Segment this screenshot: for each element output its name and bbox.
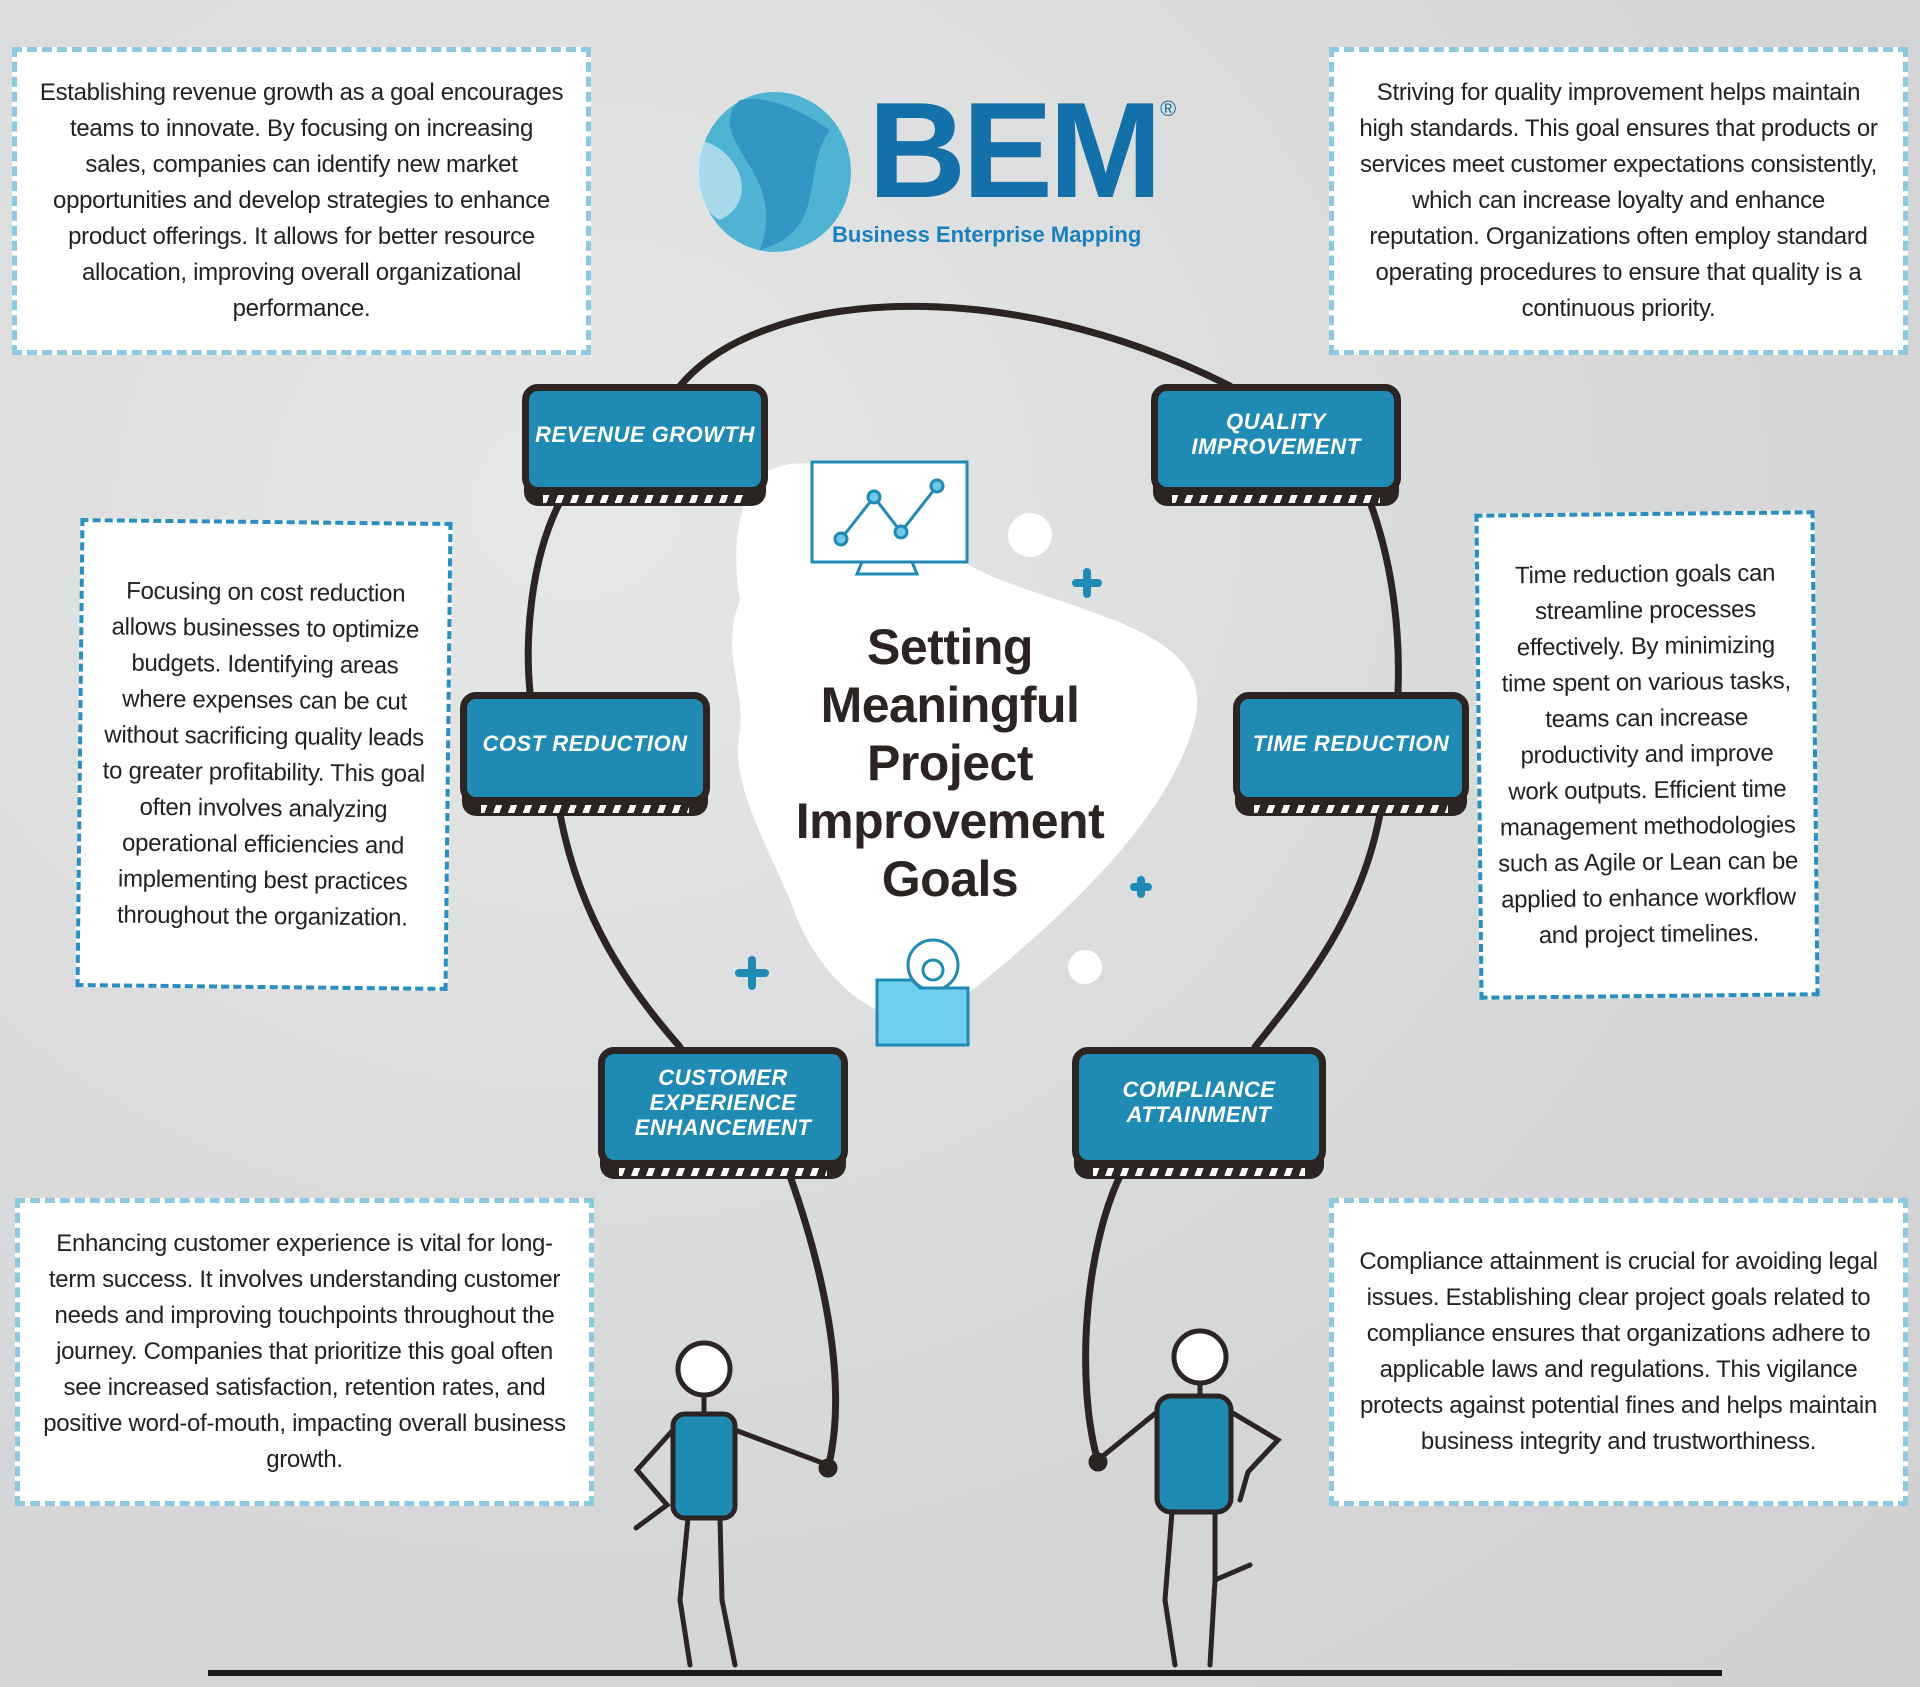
registered-mark: ® xyxy=(1160,96,1177,121)
folder-gear-icon xyxy=(875,938,970,1047)
title-line: Setting xyxy=(867,619,1033,675)
logo-subtitle: Business Enterprise Mapping xyxy=(832,222,1142,247)
title-line: Project xyxy=(866,735,1034,791)
bem-logo-mark xyxy=(696,92,851,252)
title-line: Improvement xyxy=(795,793,1105,849)
label-cost-reduction: Cost Reduction xyxy=(460,692,710,813)
time-reduction-description: Time reduction goals can streamline proc… xyxy=(1474,510,1820,1000)
plus-icons xyxy=(735,568,1152,990)
label-revenue-growth: Revenue Growth xyxy=(522,384,768,503)
label-compliance-attainment: Compliance Attainment xyxy=(1072,1047,1326,1176)
bem-logo: BEM ® Business Enterprise Mapping xyxy=(698,80,1188,257)
revenue-growth-description: Establishing revenue growth as a goal en… xyxy=(12,47,591,355)
title-line: Meaningful xyxy=(820,677,1080,733)
page-title: Setting Meaningful Project Improvement G… xyxy=(740,618,1160,908)
decor-circle xyxy=(740,719,756,735)
decor-circle xyxy=(1008,513,1052,557)
cost-reduction-description: Focusing on cost reduction allows busine… xyxy=(75,518,453,991)
logo-name: BEM xyxy=(868,74,1162,226)
customer-experience-description: Enhancing customer experience is vital f… xyxy=(15,1198,594,1506)
decor-circle xyxy=(1068,950,1102,984)
title-line: Goals xyxy=(881,851,1019,907)
label-customer-experience: Customer Experience Enhancement xyxy=(598,1047,848,1176)
compliance-attainment-description: Compliance attainment is crucial for avo… xyxy=(1329,1198,1908,1506)
label-quality-improvement: Quality Improvement xyxy=(1151,384,1401,503)
person-left-figure xyxy=(633,1340,838,1668)
label-time-reduction: Time Reduction xyxy=(1233,692,1469,813)
quality-improvement-description: Striving for quality improvement helps m… xyxy=(1329,47,1908,355)
rope-lines xyxy=(524,302,1402,1472)
center-blob xyxy=(732,463,1198,1019)
chart-monitor-icon xyxy=(810,460,969,576)
person-right-figure xyxy=(1088,1328,1282,1668)
